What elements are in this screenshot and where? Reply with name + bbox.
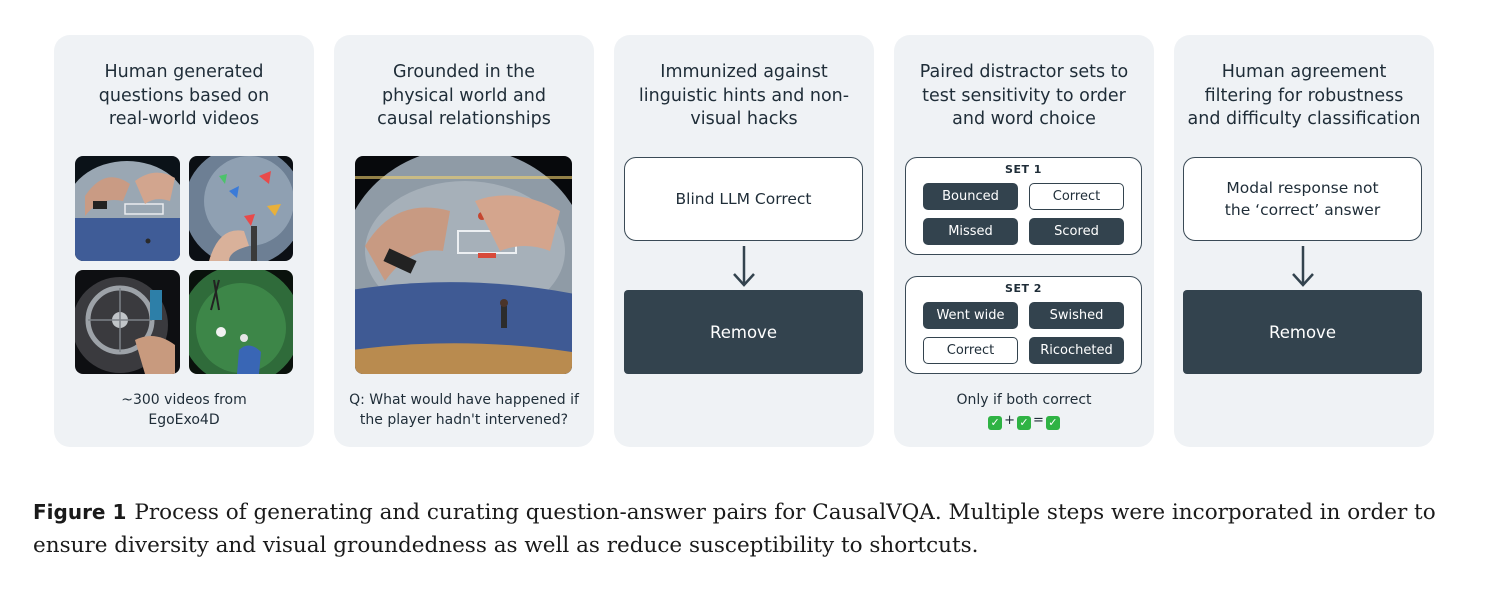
option-scored: Scored xyxy=(1029,218,1124,245)
set-label: SET 1 xyxy=(1005,163,1042,176)
remove-box: Remove xyxy=(1183,290,1422,374)
option-went-wide: Went wide xyxy=(923,302,1018,329)
option-correct: Correct xyxy=(1029,183,1124,210)
blind-llm-box: Blind LLM Correct xyxy=(624,157,863,241)
check-equation: ✓+✓=✓ xyxy=(894,411,1154,431)
option-bounced: Bounced xyxy=(923,183,1018,210)
panel-paired-distractors: Paired distractor sets to test sensitivi… xyxy=(894,35,1154,447)
panel-immunized: Immunized against linguistic hints and n… xyxy=(614,35,874,447)
panel-human-generated: Human generated questions based on real-… xyxy=(54,35,314,447)
check-icon: ✓ xyxy=(1045,415,1060,430)
panel-title: Grounded in the physical world and causa… xyxy=(377,62,551,129)
check-icon: ✓ xyxy=(988,415,1003,430)
video-thumbnail-basketball xyxy=(75,156,180,261)
remove-box: Remove xyxy=(624,290,863,374)
panel-caption: Only if both correct ✓+✓=✓ xyxy=(894,391,1154,430)
arrow-down-icon xyxy=(1292,246,1314,287)
modal-response-box: Modal response not the ‘correct’ answer xyxy=(1183,157,1422,241)
distractor-set-2: SET 2 Went wide Swished Correct Ricochet… xyxy=(905,276,1142,374)
option-correct: Correct xyxy=(923,337,1018,364)
figure-label: Figure 1 xyxy=(33,500,127,524)
check-icon: ✓ xyxy=(1017,415,1031,430)
option-ricocheted: Ricocheted xyxy=(1029,337,1124,364)
video-thumbnail-climbing xyxy=(189,156,293,261)
panel-title: Human generated questions based on real-… xyxy=(98,62,270,129)
panel-title: Human agreement filtering for robustness… xyxy=(1187,62,1421,129)
panel-title: Paired distractor sets to test sensitivi… xyxy=(919,62,1129,129)
distractor-set-1: SET 1 Bounced Correct Missed Scored xyxy=(905,157,1142,255)
option-swished: Swished xyxy=(1029,302,1124,329)
panel-title: Immunized against linguistic hints and n… xyxy=(638,62,850,129)
video-thumbnail-soccer xyxy=(189,270,293,374)
video-frame-basketball xyxy=(355,156,572,374)
panel-caption: ~300 videos from EgoExo4D xyxy=(121,392,247,428)
set-label: SET 2 xyxy=(1005,282,1042,295)
video-thumbnail-bike-repair xyxy=(75,270,180,374)
panel-human-agreement: Human agreement filtering for robustness… xyxy=(1174,35,1434,447)
option-missed: Missed xyxy=(923,218,1018,245)
figure-caption-text: Process of generating and curating quest… xyxy=(33,500,1436,558)
arrow-down-icon xyxy=(733,246,755,287)
panel-caption: Q: What would have happened if the playe… xyxy=(349,392,579,428)
panel-grounded: Grounded in the physical world and causa… xyxy=(334,35,594,447)
